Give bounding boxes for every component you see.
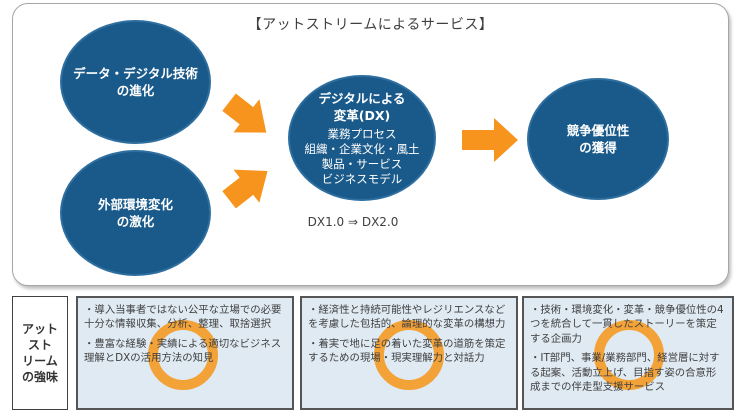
circle-dx-line1: デジタルによる [318, 90, 406, 106]
strength-box-2: ・経済性と持続可能性やレジリエンスなどを考慮した包括的、論理的な変革の構想力 ・… [300, 296, 518, 410]
strengths-label-line1: アット [21, 322, 58, 336]
arrow-up-right-icon [222, 169, 268, 208]
strength-box-1: ・導入当事者ではない公平な立場での必要十分な情報収集、分析、整理、取捨選択 ・豊… [76, 296, 294, 410]
dx-item-process: 業務プロセス [327, 126, 397, 141]
strengths-label: アット スト リーム の強味 [12, 296, 68, 410]
strength-1-item-2: ・豊富な経験・実績による適切なビジネス理解とDXの活用方法の知見 [84, 337, 282, 365]
dx-stage-label: DX1.0 ⇒ DX2.0 [307, 215, 399, 229]
circle-external-env-line1: 外部環境変化 [97, 197, 173, 212]
strength-3-item-1: ・技術・環境変化・変革・競争優位性の4つを統合して一貫したストーリーを策定する企… [530, 304, 724, 345]
circle-external-env: 外部環境変化 の激化 [60, 150, 211, 276]
circle-digital-tech: データ・デジタル技術 の進化 [60, 20, 211, 144]
strength-1-item-1: ・導入当事者ではない公平な立場での必要十分な情報収集、分析、整理、取捨選択 [84, 304, 282, 331]
dx-item-business-model: ビジネスモデル [321, 171, 403, 186]
circle-competitive-advantage: 競争優位性 の獲得 [527, 78, 669, 200]
circle-advantage-line1: 競争優位性 [566, 123, 630, 138]
circle-digital-tech-line1: データ・デジタル技術 [73, 66, 198, 81]
ring-icon [374, 320, 444, 390]
dx-item-organization: 組織・企業文化・風土 [304, 141, 420, 156]
circle-advantage-line2: の獲得 [579, 140, 617, 155]
dx-item-products: 製品・サービス [321, 156, 403, 171]
strengths-label-line4: の強味 [21, 370, 58, 384]
circle-dx-line2: 変革(DX) [333, 107, 391, 123]
strengths-label-line3: リーム [22, 354, 58, 368]
panel-title: 【アットストリームによるサービス】 [247, 17, 494, 33]
arrow-right-icon [462, 118, 518, 162]
circle-digital-tech-line2: の進化 [116, 83, 155, 98]
circle-external-env-line2: の激化 [116, 214, 155, 229]
strength-box-3: ・技術・環境変化・変革・競争優位性の4つを統合して一貫したストーリーを策定する企… [522, 296, 734, 410]
arrow-down-right-icon [222, 93, 267, 133]
ring-icon [148, 320, 218, 390]
strengths-row: アット スト リーム の強味 ・導入当事者ではない公平な立場での必要十分な情報収… [12, 296, 734, 410]
strengths-label-line2: スト [27, 338, 52, 352]
strength-2-item-1: ・経済性と持続可能性やレジリエンスなどを考慮した包括的、論理的な変革の構想力 [308, 304, 506, 331]
ring-icon [594, 320, 664, 390]
strength-2-item-2: ・着実で地に足の着いた変革の道筋を策定するための現場・現実理解力と対話力 [308, 337, 506, 365]
strength-3-item-2: ・IT部門、事業/業務部門、経営層に対する起案、活動立上げ、目指す姿の合意形成ま… [530, 352, 720, 394]
circle-dx: デジタルによる 変革(DX) 業務プロセス 組織・企業文化・風土 製品・サービス… [288, 75, 436, 201]
